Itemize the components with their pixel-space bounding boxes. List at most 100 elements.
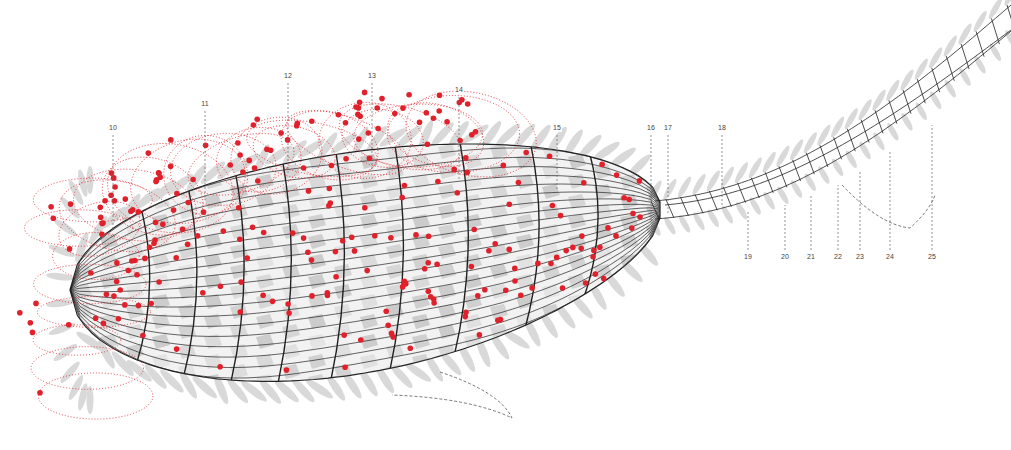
fin [719,165,736,189]
orbit-path [181,122,302,207]
rib-line [70,212,660,307]
panel-cell [464,374,482,389]
rib-line [70,218,660,378]
node-dot [436,108,442,114]
node-dot [171,207,177,213]
panel-cell [126,364,144,379]
tail-rib [793,160,801,181]
panel-cell [542,324,560,339]
node-dot [250,225,256,231]
node-dot [402,183,408,189]
panel-cell [334,324,352,339]
callout-number: 25 [927,253,937,261]
panel-cell [412,354,430,369]
rib-line [70,213,660,317]
panel-cell [204,374,222,389]
panel-cell [126,384,144,399]
fin [646,179,663,203]
node-dot [362,90,368,96]
fin [647,217,662,237]
panel-cell [74,244,92,259]
node-dot [147,244,153,250]
node-dot [563,248,569,254]
node-dot [392,111,398,117]
node-dot [237,236,243,242]
node-dot [523,150,529,156]
fin [747,156,764,180]
panel-cell [360,414,378,429]
panel-cell [204,414,222,429]
panel-cell [386,204,404,219]
panel-cell [100,414,118,429]
fin [988,42,1003,62]
node-dot [388,235,394,241]
fin [733,161,750,185]
fin [829,115,846,139]
tail-rib [765,172,773,193]
node-dot [221,228,227,234]
panel-cell [100,294,118,309]
node-dot [227,162,233,168]
orbit-path [273,100,387,191]
leader-line [557,135,558,190]
node-dot [367,155,373,161]
node-dot [48,204,54,210]
node-dot [352,248,358,254]
panel-cell [386,264,404,279]
panel-cell [282,144,300,159]
panel-cell [386,364,404,379]
node-dot [435,179,441,185]
fin [661,178,678,202]
panel-cell [360,374,378,389]
panel-cell [620,154,638,169]
node-dot [180,227,186,233]
callout-number: 11 [200,100,209,108]
panel-cell [386,384,404,399]
panel-cell [178,144,196,159]
leader-line [785,205,786,250]
panel-cell [464,414,482,429]
node-dot [364,268,370,274]
fin [987,0,1004,20]
node-dot [309,118,315,124]
node-dot [235,140,241,146]
node-dot [37,390,43,396]
node-dot [93,316,99,322]
panel-cell [646,364,664,379]
panel-cell [594,304,612,319]
node-dot [136,303,142,309]
rib-line [70,148,660,290]
panel-cell [542,344,560,359]
panel-cell [360,314,378,329]
panel-cell [542,364,560,379]
fin [858,140,873,160]
node-dot [268,148,274,154]
node-dot [305,249,311,255]
panel-cell [178,164,196,179]
callout-number: 23 [855,253,865,261]
fin [928,90,943,110]
rib-line [70,215,660,337]
panel-cell [204,234,222,249]
leader-line [288,83,289,175]
panel-cell [100,354,118,369]
tail-rib [834,137,842,159]
node-dot [142,256,148,262]
callout-number: 14 [454,86,464,94]
panel-cell [412,314,430,329]
panel-cell [204,194,222,209]
panel-cell [100,394,118,409]
node-dot [389,331,395,337]
fin [706,208,721,228]
frame-rib [584,151,598,296]
rib-line [70,192,660,290]
fin [48,243,77,259]
orbit-path [160,131,252,218]
panel-cell [256,154,274,169]
frame-rib [136,207,150,367]
node-dot [591,248,597,254]
fin [973,55,988,75]
callout-number: 24 [885,253,895,261]
node-dot [160,221,166,227]
shell-body [70,144,660,381]
